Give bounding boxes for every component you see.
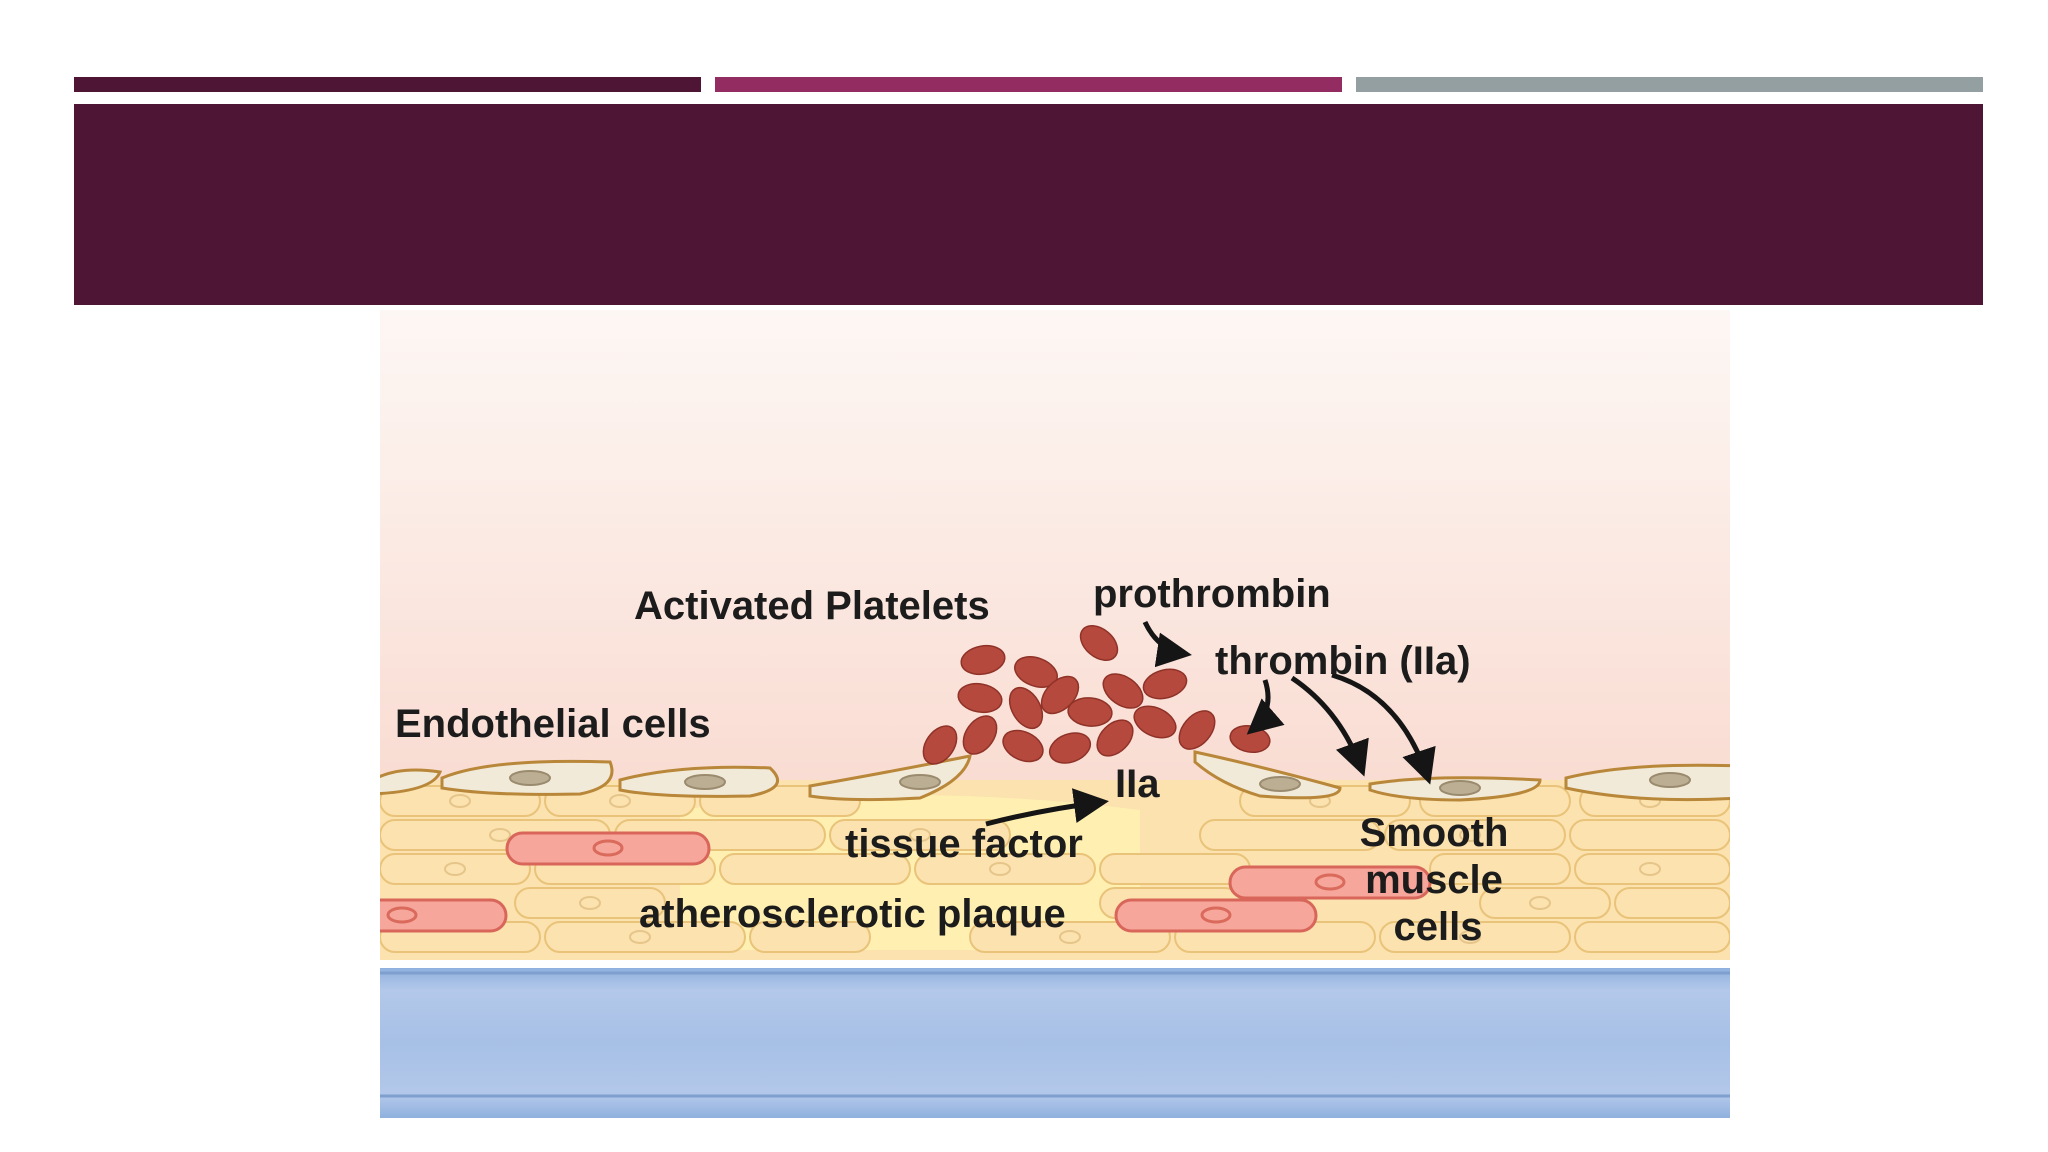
platelet <box>962 715 998 755</box>
label-tissue-factor: tissue factor <box>845 822 1083 866</box>
accent-bar-magenta <box>715 77 1342 92</box>
platelet <box>1133 705 1177 739</box>
platelet <box>1096 719 1134 757</box>
platelet <box>960 644 1006 676</box>
endothelial-nuclei <box>509 770 1691 796</box>
accent-bar-gray <box>1356 77 1983 92</box>
arrow-thrombin-to-smooth-muscle <box>1331 672 1436 785</box>
smooth-muscle-red-nuclei <box>386 839 1346 924</box>
platelet <box>1178 710 1216 750</box>
endothelial-cell <box>380 768 443 795</box>
coagulation-diagram: Activated Platelets prothrombin thrombin… <box>380 310 1730 1118</box>
label-iia: IIa <box>1115 762 1160 806</box>
platelet <box>1067 697 1113 727</box>
label-smooth-muscle-line2: muscle <box>1365 858 1503 902</box>
smooth-muscle-red-cells <box>380 831 1432 933</box>
reaction-arrows <box>985 620 1436 827</box>
platelet <box>1002 729 1044 763</box>
platelet <box>922 725 958 765</box>
arrow-prothrombin-to-thrombin <box>1142 620 1192 668</box>
platelet <box>1079 625 1119 661</box>
label-thrombin: thrombin (IIa) <box>1215 639 1471 683</box>
label-endothelial-cells: Endothelial cells <box>395 702 711 746</box>
arrow-tissue-factor-to-iia <box>985 788 1109 827</box>
title-band <box>74 104 1983 305</box>
label-smooth-muscle-line3: cells <box>1394 905 1483 949</box>
label-atherosclerotic-plaque: atherosclerotic plaque <box>639 892 1066 936</box>
platelet <box>957 682 1003 714</box>
arrow-thrombin-to-platelet <box>1246 679 1285 735</box>
endothelial-layer <box>380 750 1730 802</box>
platelet <box>1142 668 1188 700</box>
accent-bar-dark <box>74 77 701 92</box>
vessel-wall-basement <box>380 968 1730 1118</box>
platelet <box>1008 686 1044 730</box>
endothelial-cell <box>1193 750 1342 800</box>
label-activated-platelets: Activated Platelets <box>634 584 990 628</box>
label-prothrombin: prothrombin <box>1093 572 1331 616</box>
platelet <box>1048 732 1092 764</box>
platelet <box>1102 673 1144 709</box>
endothelial-cell <box>1564 763 1730 802</box>
arrow-thrombin-to-endothelium <box>1290 675 1369 777</box>
label-smooth-muscle-line1: Smooth <box>1360 811 1509 855</box>
